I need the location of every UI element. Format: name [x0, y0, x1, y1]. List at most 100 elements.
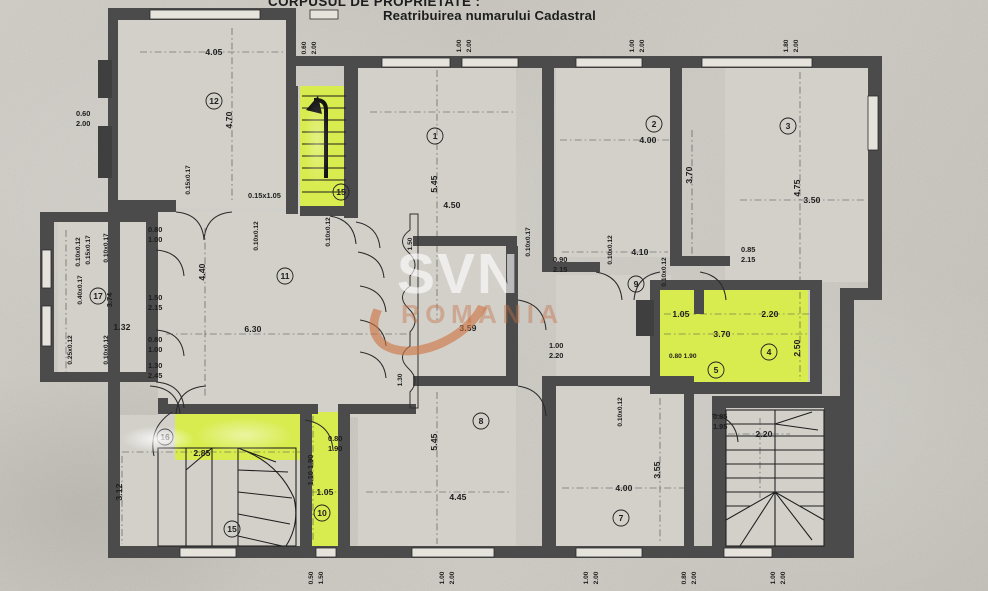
- room-marker-2: 2: [645, 115, 663, 133]
- room-label-15: 15: [227, 524, 237, 534]
- dim-r10-w: 1.05: [316, 487, 333, 497]
- dim-r7-h: 3.55: [652, 461, 662, 478]
- dim-r3-w: 3.50: [803, 195, 820, 205]
- room-label-10: 10: [317, 508, 327, 518]
- svg-text:2.00: 2.00: [780, 571, 787, 584]
- room-label-9: 9: [634, 279, 639, 289]
- dim-r16-w: 2.85: [193, 448, 210, 458]
- svg-text:1.50: 1.50: [318, 571, 325, 584]
- svg-text:1.00: 1.00: [148, 235, 162, 244]
- door-label-b: 1.50 2.15: [148, 293, 162, 312]
- svg-text:0.10x0.12: 0.10x0.12: [661, 257, 668, 287]
- dim-r10-h: 1.10 1.90: [306, 455, 315, 486]
- svg-text:0.10x0.12: 0.10x0.12: [103, 335, 110, 365]
- dim-r2-h: 3.70: [684, 166, 694, 183]
- room-label-3: 3: [786, 121, 791, 131]
- svg-text:1.30: 1.30: [148, 361, 162, 370]
- dim-r11-w: 6.30: [244, 324, 261, 334]
- window-label-bottom-0: 0.50 1.50: [308, 571, 325, 584]
- svg-text:2.00: 2.00: [449, 571, 456, 584]
- svg-text:0.40x0.17: 0.40x0.17: [77, 275, 84, 305]
- svg-text:2.00: 2.00: [639, 39, 646, 52]
- room-marker-8: 8: [472, 412, 490, 430]
- svg-text:2.00: 2.00: [311, 41, 318, 54]
- left-wall-label: 0.60 2.00: [76, 109, 90, 128]
- svg-text:0.10x0.12: 0.10x0.12: [607, 235, 614, 265]
- window-label-bottom-2: 1.00 2.00: [583, 571, 600, 584]
- dim-r12-w: 4.05: [205, 47, 222, 57]
- svg-text:1.80: 1.80: [783, 39, 790, 52]
- dim-r3-h: 4.75: [792, 179, 802, 196]
- svg-text:0.10x0.12: 0.10x0.12: [75, 237, 82, 267]
- dim-r4-h: 2.50: [792, 339, 802, 356]
- dim-r8-w: 4.45: [449, 492, 466, 502]
- dim-r12-h: 4.70: [224, 111, 234, 128]
- svg-text:1.30: 1.30: [397, 373, 404, 386]
- svg-text:0.80: 0.80: [148, 225, 162, 234]
- room-marker-3: 3: [779, 117, 797, 135]
- svg-text:0.10x0.12: 0.10x0.12: [253, 221, 260, 251]
- highlighted-rooms: [175, 86, 808, 546]
- door-label-f: 1.00 2.20: [549, 341, 563, 360]
- dimension-lines: [65, 28, 866, 544]
- window-label-bottom-4: 1.00 2.00: [770, 571, 787, 584]
- room-label-13: 15: [336, 187, 346, 197]
- room-label-8: 8: [479, 416, 484, 426]
- room-marker-9: 9: [627, 275, 645, 293]
- svg-text:0.85: 0.85: [741, 245, 755, 254]
- svg-text:0.15x0.17: 0.15x0.17: [185, 165, 192, 195]
- room-marker-10: 10: [313, 504, 331, 522]
- room-fills: [58, 18, 880, 550]
- dim-r17-h: 3.74: [105, 292, 114, 307]
- dim-r2-w: 4.00: [639, 135, 656, 145]
- dim-r7-w: 4.00: [615, 483, 632, 493]
- window-labels-bottom: 0.50 1.50 1.00 2.00 1.00 2.00 0.80 2.00 …: [308, 571, 787, 584]
- svg-text:0.10x0.17: 0.10x0.17: [103, 233, 110, 263]
- room-marker-17: 17: [89, 287, 107, 305]
- staircase-13: [302, 95, 346, 193]
- svg-text:2.15: 2.15: [148, 303, 162, 312]
- room-label-16: 16: [160, 432, 170, 442]
- door-label-r5: 0.80 1.90: [669, 353, 697, 360]
- room-marker-13: 15: [332, 183, 350, 201]
- room-label-12: 12: [209, 96, 219, 106]
- header-line-1: CORPUSUL DE PROPRIETATE :: [268, 0, 481, 9]
- svg-text:2.00: 2.00: [593, 571, 600, 584]
- svg-text:1.00: 1.00: [549, 341, 563, 350]
- svg-text:0.80: 0.80: [148, 335, 162, 344]
- svg-text:0.25x0.12: 0.25x0.12: [67, 335, 74, 365]
- room-4-fill: [700, 288, 808, 384]
- header-line-2: Reatribuirea numarului Cadastral: [383, 8, 596, 23]
- svg-text:0.85: 0.85: [713, 412, 727, 421]
- svg-text:0.60: 0.60: [76, 109, 90, 118]
- svg-text:2.15: 2.15: [741, 255, 755, 264]
- svg-text:2.00: 2.00: [793, 39, 800, 52]
- room-17-small-labels: 0.10x0.12 0.15x0.17 0.10x0.17 0.40x0.17 …: [67, 165, 668, 427]
- door-label-a: 0.80 1.00: [148, 225, 162, 244]
- room-marker-15: 15: [223, 520, 241, 538]
- dim-r9-w: 4.10: [631, 247, 648, 257]
- room-marker-1: 1: [426, 127, 444, 145]
- door-label-h: 0.85 1.95: [713, 412, 727, 431]
- svg-text:1.90: 1.90: [328, 444, 342, 453]
- svg-text:2.20: 2.20: [549, 351, 563, 360]
- room-label-5: 5: [714, 365, 719, 375]
- dim-r17-w: 1.32: [113, 322, 130, 332]
- dim-r5-w: 1.05: [672, 309, 689, 319]
- svg-text:1.00: 1.00: [583, 571, 590, 584]
- svg-text:2.00: 2.00: [466, 39, 473, 52]
- svg-text:0.50: 0.50: [308, 571, 315, 584]
- svg-text:1.00: 1.00: [770, 571, 777, 584]
- window-label-top-1: 1.00 2.00: [456, 39, 473, 52]
- dim-stair-w: 2.20: [755, 429, 772, 439]
- room-label-17: 17: [93, 291, 103, 301]
- svg-text:0.10x0.17: 0.10x0.17: [525, 227, 532, 257]
- svg-text:0.80 1.90: 0.80 1.90: [669, 353, 697, 360]
- dim-r4-w: 2.20: [761, 309, 778, 319]
- svg-text:1.50: 1.50: [407, 237, 414, 250]
- door-label-c: 0.80 1.00: [148, 335, 162, 354]
- svg-text:1.95: 1.95: [713, 422, 727, 431]
- svg-text:1.50: 1.50: [148, 293, 162, 302]
